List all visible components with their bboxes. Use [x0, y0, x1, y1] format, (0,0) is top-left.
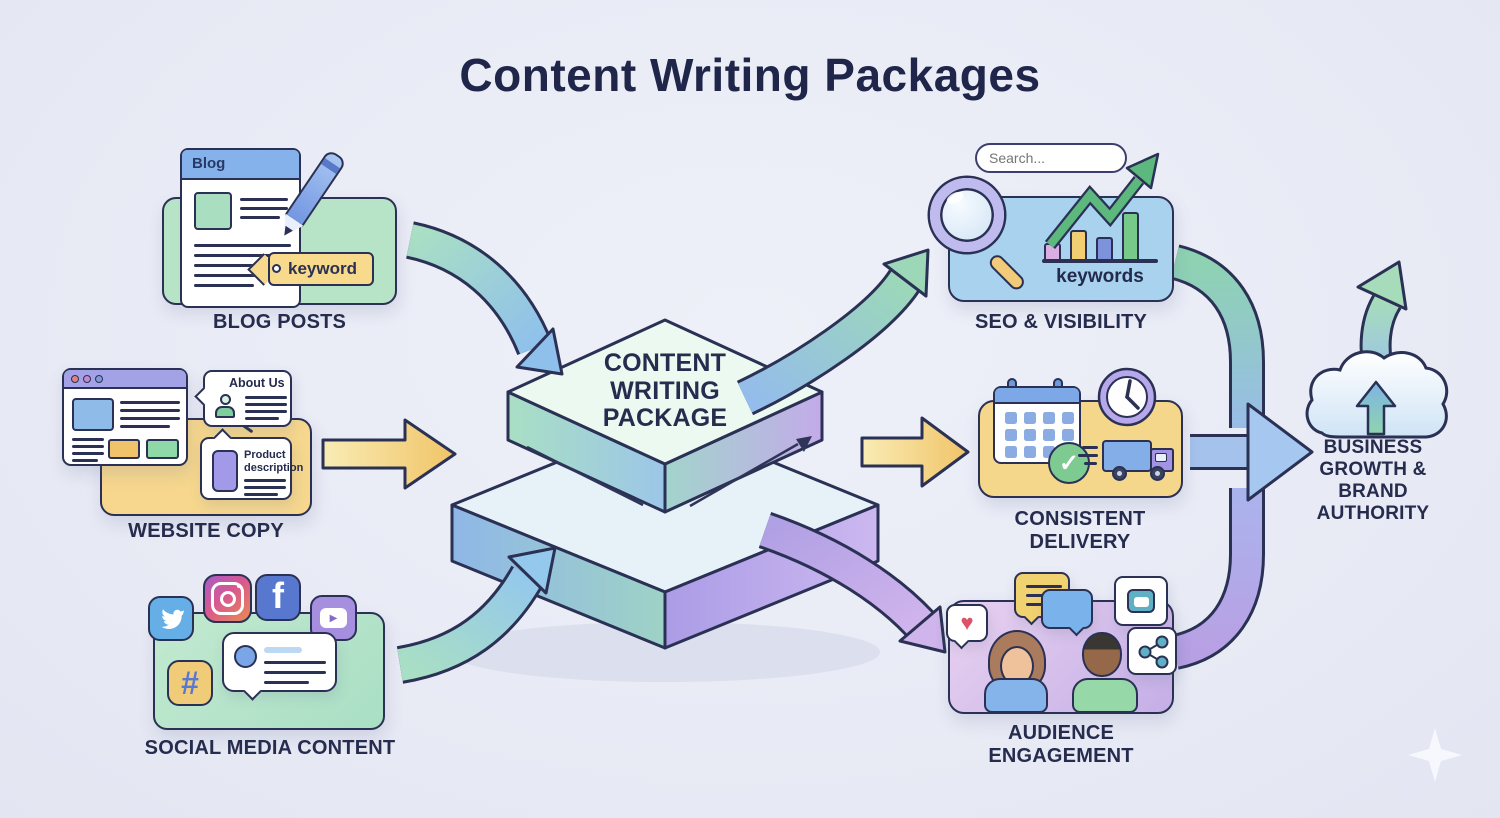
person-icon-body — [215, 406, 235, 418]
seo-label: SEO & VISIBILITY — [974, 311, 1148, 333]
arrow-audience-to-growth — [1170, 488, 1265, 670]
growth-arrow — [1356, 260, 1408, 383]
growth-label: BUSINESS GROWTH & BRAND AUTHORITY — [1316, 437, 1430, 525]
arrow-social-to-center — [396, 546, 557, 684]
search-input[interactable] — [977, 145, 1125, 171]
facebook-icon: f — [255, 574, 301, 621]
twitter-icon — [148, 596, 194, 641]
cloud-icon — [1305, 350, 1449, 439]
face-deco-arrowhead — [796, 436, 812, 452]
audience-label: AUDIENCE ENGAGEMENT — [988, 722, 1134, 768]
arrow-center-to-audience — [758, 512, 947, 654]
search-bar — [975, 143, 1127, 173]
keyword-tag-hole — [272, 264, 281, 273]
share-icon — [1138, 635, 1169, 669]
arrow-seo-to-growth — [1170, 244, 1265, 428]
merged-arrowhead — [1246, 402, 1314, 502]
social-media-label: SOCIAL MEDIA CONTENT — [144, 737, 396, 759]
play-icon: ▶ — [320, 608, 347, 628]
product-description-text: Product description — [244, 449, 304, 475]
cloud-up-arrow-icon — [1355, 380, 1397, 436]
window-dot-red — [71, 374, 79, 383]
pyramid-shadow — [450, 622, 880, 682]
avatar — [234, 645, 257, 668]
arrow-website-to-center — [321, 418, 457, 490]
share-bubble — [1127, 627, 1177, 675]
product-description-bubble: Product description — [200, 428, 304, 500]
blog-posts-label: BLOG POSTS — [212, 311, 347, 333]
heart-bubble: ♥ — [946, 604, 988, 650]
delivery-label: CONSISTENT DELIVERY — [1014, 508, 1146, 554]
arrow-center-to-seo — [736, 248, 930, 416]
chat-bubble-blue — [1041, 589, 1093, 637]
cta-block-orange — [108, 439, 140, 459]
instagram-icon — [203, 574, 252, 623]
keywords-text: keywords — [1056, 266, 1144, 287]
hero-image-placeholder — [72, 398, 114, 431]
website-copy-label: WEBSITE COPY — [128, 520, 284, 542]
arrow-center-to-delivery — [860, 416, 970, 488]
person-icon-head — [220, 394, 231, 405]
clock-icon — [1097, 367, 1157, 427]
arrow-blog-to-center — [405, 221, 564, 376]
face-deco-line — [526, 445, 644, 507]
heart-icon: ♥ — [960, 610, 974, 635]
keyword-tag: keyword — [268, 252, 374, 286]
magnifier-icon — [930, 178, 1004, 252]
about-us-bubble: About Us — [194, 370, 292, 427]
blog-thumbnail — [194, 192, 232, 230]
chart-baseline — [1042, 259, 1158, 263]
blog-window-title: Blog — [182, 150, 299, 180]
browser-titlebar — [64, 370, 186, 389]
center-package-label: CONTENT WRITING PACKAGE — [602, 349, 728, 432]
sparkle-icon — [1408, 728, 1462, 782]
phone-icon — [212, 450, 238, 492]
comment-bubble — [1114, 576, 1168, 626]
social-post-bubble — [222, 632, 337, 701]
window-dot-blue — [95, 374, 103, 383]
face-deco-arrow-line — [689, 442, 799, 508]
keyword-bar-chart — [1044, 205, 1158, 260]
growth-zigzag-arrow — [1044, 152, 1160, 250]
cta-block-green — [146, 439, 179, 459]
window-dot-pink — [83, 374, 91, 383]
hashtag-icon: # — [167, 660, 213, 706]
browser-window — [62, 368, 188, 466]
about-us-text: About Us — [229, 376, 285, 390]
page-title: Content Writing Packages — [459, 49, 1041, 101]
